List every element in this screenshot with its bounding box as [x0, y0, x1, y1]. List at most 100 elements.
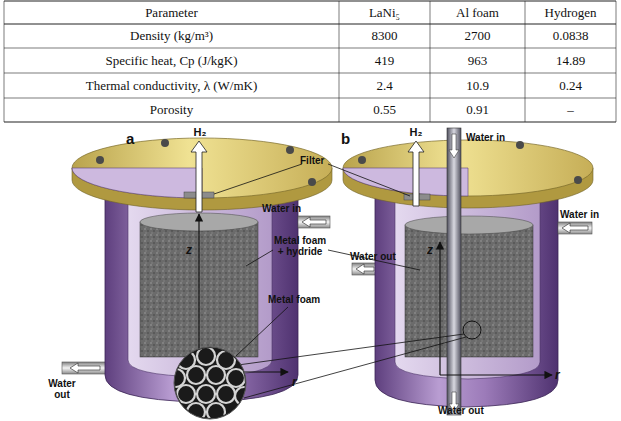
table-header: Parameter	[4, 1, 339, 24]
leader-line	[238, 334, 464, 365]
detail-circle	[463, 321, 481, 339]
axis-label: z	[186, 244, 192, 257]
table-cell: 10.9	[430, 73, 525, 98]
foam-cell	[197, 347, 215, 365]
foam-cell	[177, 385, 195, 403]
flow-label: Water out	[350, 251, 396, 262]
table-cell: Specific heat, Cp (J/kgK)	[4, 48, 339, 73]
table-cell: 8300	[339, 24, 430, 48]
lid-cutaway	[72, 168, 202, 198]
table-cell: 0.24	[525, 73, 616, 98]
flow-arrow	[302, 217, 326, 227]
table-cell: –	[525, 98, 616, 122]
gas-label: H₂	[404, 126, 428, 138]
gas-arrow	[408, 141, 424, 206]
table-cell: Density (kg/m³)	[4, 24, 339, 48]
table-header: Al foam	[430, 1, 525, 24]
bolt	[574, 176, 582, 184]
table-rule	[4, 24, 616, 25]
table-cell: 0.0838	[525, 24, 616, 48]
foam-cell	[235, 387, 253, 405]
bolt	[516, 141, 524, 149]
table-cell: 419	[339, 48, 430, 73]
table-grid	[4, 1, 616, 122]
flow-label: Water in	[560, 209, 599, 220]
leader-line	[328, 250, 420, 270]
leader-line	[214, 164, 302, 194]
hydride-bed	[405, 225, 533, 357]
water-jacket	[375, 185, 558, 407]
foam-cells	[167, 347, 253, 421]
foam-cell	[187, 403, 205, 421]
table-rule	[4, 121, 616, 122]
bolt	[161, 139, 169, 147]
foam-cell	[207, 366, 225, 384]
table-cell: Thermal conductivity, λ (W/mK)	[4, 73, 339, 98]
vessel-cutaway	[395, 195, 540, 379]
flow-arrow	[449, 134, 459, 158]
foam-cell	[167, 369, 185, 387]
table-rule	[4, 48, 616, 49]
bolt	[308, 178, 316, 186]
bolt	[358, 156, 366, 164]
leader-line	[328, 164, 410, 196]
leader-line	[244, 337, 466, 398]
table-rule	[616, 1, 617, 122]
table-header: LaNi₅	[339, 1, 430, 24]
table-rule	[525, 1, 526, 122]
foam-cell	[197, 385, 215, 403]
leader-line	[246, 250, 273, 266]
panel-letter: a	[126, 131, 134, 148]
table-header: Hydrogen	[525, 1, 616, 24]
axis-label: z	[427, 244, 433, 257]
table-rule	[4, 73, 616, 74]
table-rule	[4, 1, 5, 122]
leader-lines	[214, 164, 466, 398]
gas-label: H₂	[188, 126, 212, 138]
gas-arrow	[191, 141, 207, 212]
table-cell: 14.89	[525, 48, 616, 73]
foam-cell	[207, 403, 225, 421]
flow-label: Water in	[262, 203, 301, 214]
part-label: Metal foam	[268, 294, 320, 305]
foam-cell	[187, 366, 205, 384]
bolt	[286, 146, 294, 154]
r-axis	[440, 374, 552, 375]
hydride-top	[405, 216, 533, 234]
foam-cell	[217, 385, 235, 403]
table-rule	[339, 1, 340, 122]
foam-cell	[227, 369, 245, 387]
foam-inset	[167, 347, 253, 421]
water-pipe	[558, 222, 592, 234]
flow-arrow	[562, 223, 588, 233]
flow-label: Water in	[466, 132, 505, 143]
table-rule	[430, 1, 431, 122]
flow-label: Water out	[44, 378, 80, 400]
inset-disc	[174, 347, 246, 419]
table-cell: 0.91	[430, 98, 525, 122]
leader-line	[236, 307, 288, 356]
table-cell: 2.4	[339, 73, 430, 98]
flow-arrow	[70, 363, 100, 373]
central-tube	[447, 128, 461, 415]
table-rule	[4, 98, 616, 99]
vessel-cutaway	[128, 195, 272, 377]
flow-arrow	[356, 264, 374, 274]
axis-label: r	[292, 376, 297, 389]
bolt	[96, 156, 104, 164]
table-cell: 963	[430, 48, 525, 73]
table-cell: Porosity	[4, 98, 339, 122]
panel-letter: b	[341, 131, 350, 148]
table-cell: 2700	[430, 24, 525, 48]
flow-label: Water out	[438, 405, 484, 416]
z-axis	[439, 242, 440, 375]
part-label: Filter	[300, 155, 324, 166]
lid	[343, 140, 593, 196]
part-label: Metal foam + hydride	[270, 235, 330, 257]
water-pipe	[298, 216, 330, 228]
axis-label: r	[555, 369, 560, 382]
water-pipe	[62, 362, 107, 374]
